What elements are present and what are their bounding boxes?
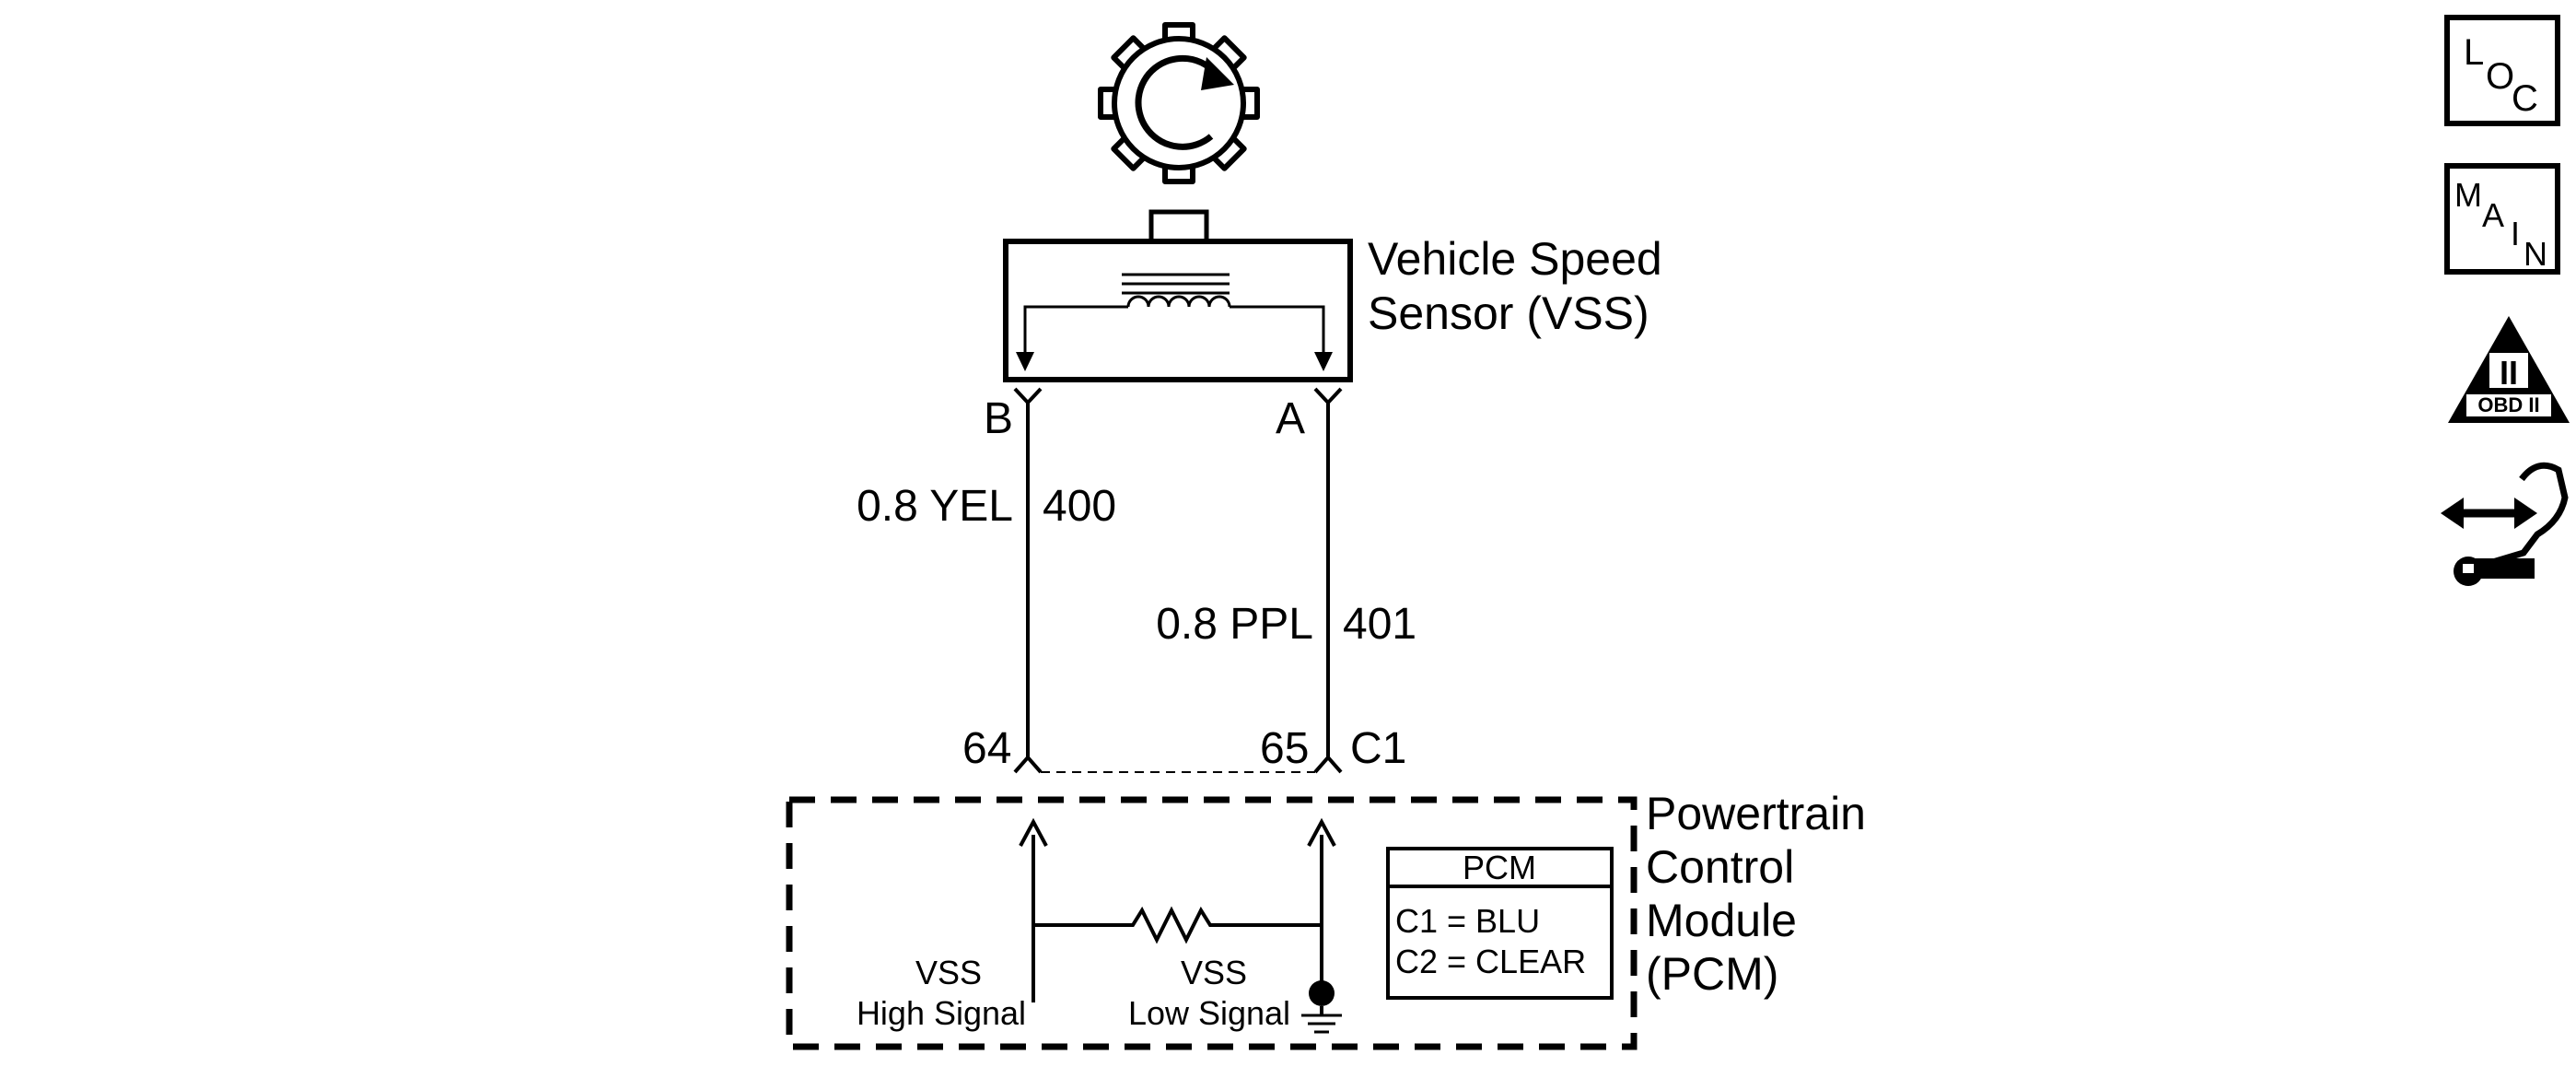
sensor-coil-icon [1016, 273, 1333, 371]
connector-pin-64: 64 [962, 724, 1011, 773]
connector-pin-65: 65 [1260, 724, 1309, 773]
svg-text:M: M [2454, 176, 2482, 214]
ground-icon [1301, 980, 1342, 1034]
svg-text:L: L [2464, 32, 2484, 73]
pcm-connector-c1 [1013, 754, 1343, 774]
svg-text:O: O [2486, 56, 2514, 97]
legend-line-2: C2 = CLEAR [1395, 943, 1586, 980]
svg-text:A: A [2482, 196, 2504, 234]
wire-400-gauge-color: 0.8 YEL [857, 482, 1013, 531]
pcm-connector-legend [1386, 847, 1614, 1000]
connector-name: C1 [1350, 724, 1406, 773]
svg-text:OBD II: OBD II [2477, 393, 2539, 416]
terminal-b-label: B [984, 394, 1013, 443]
wire-401-gauge-color: 0.8 PPL [1156, 600, 1313, 649]
vss-low-signal-label-1: VSS [1181, 954, 1247, 991]
reluctor-wheel-icon [1098, 22, 1260, 184]
main-icon[interactable]: M A I N [2444, 163, 2560, 275]
service-wrench-icon[interactable] [2441, 462, 2569, 586]
svg-text:I: I [2511, 215, 2520, 252]
legend-line-1: C1 = BLU [1395, 902, 1540, 940]
sensor-name-line1: Vehicle Speed [1368, 233, 1662, 285]
wire-401-circuit: 401 [1343, 600, 1416, 649]
vss-high-signal-label-2: High Signal [857, 994, 1026, 1032]
pcm-input-circuit [1019, 817, 1336, 1002]
sensor-name-line2: Sensor (VSS) [1368, 287, 1649, 339]
module-name-line2: Control [1646, 841, 1794, 893]
terminal-a-label: A [1276, 394, 1305, 443]
vss-low-signal-label-2: Low Signal [1128, 994, 1290, 1032]
module-name-line1: Powertrain [1646, 788, 1866, 839]
module-name-line4: (PCM) [1646, 948, 1778, 1000]
svg-text:C: C [2512, 78, 2538, 119]
pcm-module-boundary [786, 796, 1638, 1050]
vss-high-signal-label-1: VSS [915, 954, 982, 991]
legend-title: PCM [1463, 849, 1536, 886]
svg-text:II: II [2500, 354, 2518, 392]
location-icon[interactable]: L O C [2444, 15, 2560, 126]
vss-sensor-body [1003, 239, 1353, 382]
obd-ii-warning-icon[interactable]: II OBD II [2448, 316, 2570, 423]
sensor-shaft [1148, 209, 1209, 244]
module-name-line3: Module [1646, 895, 1797, 946]
wire-400-circuit: 400 [1043, 482, 1116, 531]
svg-text:N: N [2524, 235, 2547, 273]
